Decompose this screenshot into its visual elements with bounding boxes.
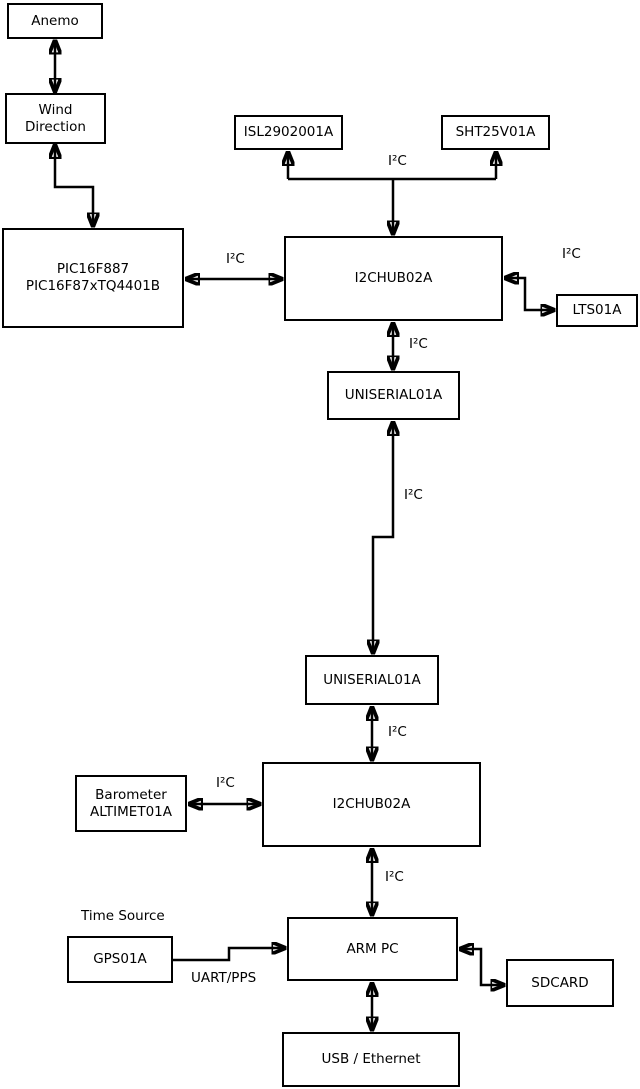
node-uniserial01a-2: UNISERIAL01A (305, 655, 439, 705)
node-arm-pc-label: ARM PC (346, 940, 399, 957)
node-i2chub02a-2-label: I2CHUB02A (332, 796, 411, 812)
node-usb-ethernet-label: USB / Ethernet (321, 1051, 421, 1067)
node-wind-direction-label-line1: Wind (38, 101, 73, 118)
node-barometer-altimet01a: Barometer ALTIMET01A (75, 775, 187, 832)
label-i2c-hub1-lts: I²C (562, 246, 581, 262)
edge-hub1-lts (505, 278, 555, 310)
label-i2c-barometer-hub2: I²C (216, 775, 235, 791)
label-i2c-hub1-uniserial1: I²C (409, 336, 428, 352)
edge-wind-pic (55, 145, 93, 227)
node-lts01a: LTS01A (556, 294, 638, 327)
label-time-source: Time Source (81, 908, 165, 924)
node-i2chub02a-2: I2CHUB02A (262, 762, 481, 847)
node-wind-direction-label-line2: Direction (25, 118, 86, 135)
label-i2c-pic-hub1: I²C (226, 251, 245, 267)
node-wind-direction: Wind Direction (5, 93, 106, 144)
node-uniserial01a-2-label: UNISERIAL01A (323, 671, 421, 688)
node-pic16f887: PIC16F887 PIC16F87xTQ4401B (2, 228, 184, 328)
node-isl2902001a-label: ISL2902001A (243, 124, 334, 140)
node-pic16f887-label-line1: PIC16F887 (56, 261, 130, 277)
label-i2c-uniserial1-uniserial2: I²C (404, 487, 423, 503)
node-sht25v01a-label: SHT25V01A (455, 124, 536, 140)
node-gps01a-label: GPS01A (93, 951, 147, 967)
edge-armpc-sdcard (460, 949, 505, 985)
node-i2chub02a-1-label: I2CHUB02A (354, 270, 433, 286)
node-usb-ethernet: USB / Ethernet (282, 1032, 460, 1087)
node-barometer-label-line2: ALTIMET01A (90, 803, 172, 820)
label-uart-pps: UART/PPS (191, 970, 257, 986)
node-sdcard-label: SDCARD (531, 974, 589, 991)
node-gps01a: GPS01A (67, 936, 173, 983)
node-uniserial01a-1-label: UNISERIAL01A (344, 387, 443, 403)
label-i2c-isl-sht: I²C (388, 153, 407, 169)
edge-uniserial1-uniserial2 (373, 422, 393, 654)
label-i2c-hub2-armpc: I²C (385, 869, 404, 885)
node-anemo: Anemo (7, 3, 103, 39)
node-sht25v01a: SHT25V01A (441, 115, 550, 150)
node-barometer-label-line1: Barometer (95, 786, 167, 803)
node-anemo-label: Anemo (31, 12, 79, 29)
node-i2chub02a-1: I2CHUB02A (284, 236, 503, 321)
node-sdcard: SDCARD (506, 959, 614, 1007)
edge-gps-armpc (173, 948, 286, 962)
node-arm-pc: ARM PC (287, 917, 458, 981)
node-uniserial01a-1: UNISERIAL01A (327, 371, 460, 420)
node-isl2902001a: ISL2902001A (234, 115, 343, 150)
node-pic16f887-label-line2: PIC16F87xTQ4401B (25, 278, 161, 294)
node-lts01a-label: LTS01A (572, 302, 622, 318)
label-i2c-uniserial2-hub2: I²C (388, 724, 407, 740)
